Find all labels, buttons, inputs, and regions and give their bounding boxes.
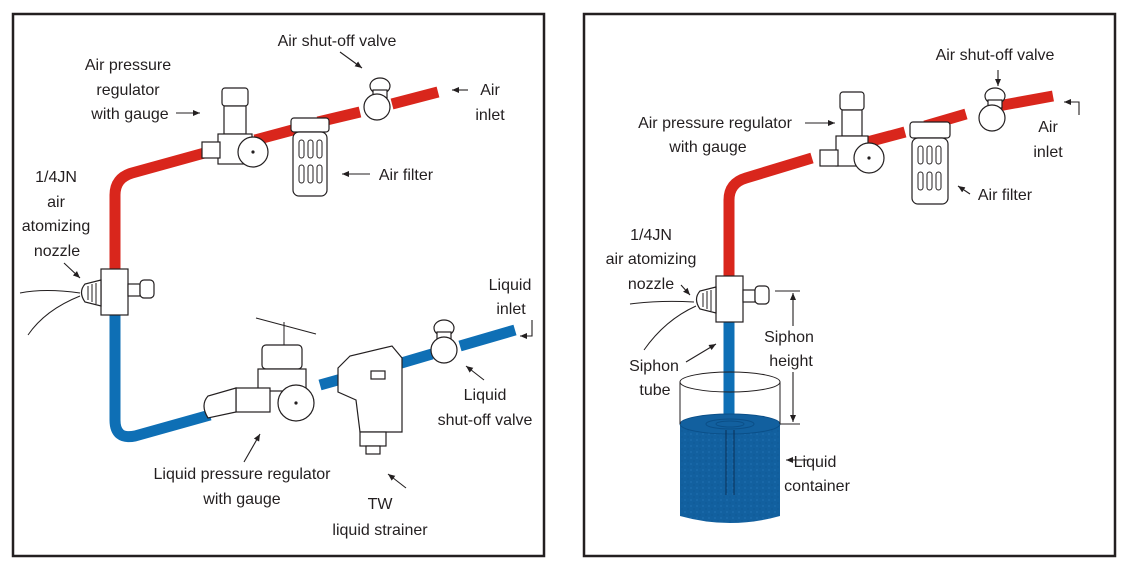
callout-arrows	[680, 70, 1080, 463]
air-pressure-regulator	[201, 87, 269, 168]
label-air-filter: Air filter	[379, 167, 434, 184]
label-siphon-tube-1: Siphon	[629, 358, 679, 375]
label-liquid-pressure-regulator-2: with gauge	[202, 491, 280, 508]
label-air-inlet-2: inlet	[475, 107, 505, 124]
label-liquid-container-2: container	[784, 478, 850, 495]
label-liquid-strainer-1: TW	[368, 496, 394, 513]
label-air-filter: Air filter	[978, 187, 1033, 204]
label-air-pressure-regulator-2: regulator	[96, 82, 160, 99]
air-atomizing-nozzle	[629, 275, 770, 351]
spray-hand-outline	[629, 300, 697, 351]
label-liquid-inlet-2: inlet	[496, 301, 526, 318]
label-nozzle-3: nozzle	[628, 276, 674, 293]
label-air-shutoff-valve: Air shut-off valve	[278, 33, 397, 50]
label-siphon-height-2: height	[769, 353, 813, 370]
label-air-pressure-regulator-3: with gauge	[90, 106, 168, 123]
label-nozzle-1: 1/4JN	[35, 169, 77, 186]
label-air-inlet-2: inlet	[1033, 144, 1063, 161]
label-liquid-strainer-2: liquid strainer	[332, 522, 428, 539]
label-nozzle-2: air	[47, 194, 65, 211]
label-nozzle-3: atomizing	[22, 218, 90, 235]
air-line	[723, 90, 1054, 276]
label-nozzle-2: air atomizing	[606, 251, 697, 268]
label-liquid-pressure-regulator-1: Liquid pressure regulator	[154, 466, 332, 483]
label-nozzle-1: 1/4JN	[630, 227, 672, 244]
label-liquid-shutoff-valve-2: shut-off valve	[438, 412, 533, 429]
spray-hand-outline	[19, 290, 81, 336]
air-pressure-regulator	[819, 91, 885, 174]
label-air-pressure-regulator-2: with gauge	[668, 139, 746, 156]
callout-arrows	[63, 51, 533, 489]
label-air-shutoff-valve: Air shut-off valve	[936, 47, 1055, 64]
liquid-container	[679, 371, 781, 523]
label-liquid-container-1: Liquid	[794, 454, 837, 471]
panel-pressure-feed: Air shut-off valve Air pressure regulato…	[11, 12, 546, 558]
liquid-pressure-regulator	[203, 317, 317, 422]
panel-siphon-feed: Air shut-off valve Air pressure regulato…	[582, 12, 1117, 558]
label-nozzle-4: nozzle	[34, 243, 80, 260]
liquid-shutoff-valve	[430, 319, 458, 364]
label-air-inlet-1: Air	[480, 82, 500, 99]
air-atomizing-nozzle	[19, 268, 155, 336]
air-line	[109, 86, 440, 272]
panel-frame	[11, 12, 546, 558]
air-shutoff-valve	[978, 87, 1006, 132]
siphon-height-dimension	[775, 290, 800, 425]
panel-frame	[582, 12, 1117, 558]
label-liquid-inlet-1: Liquid	[489, 277, 532, 294]
label-siphon-tube-2: tube	[639, 382, 670, 399]
label-air-pressure-regulator-1: Air pressure	[85, 57, 171, 74]
label-air-pressure-regulator-1: Air pressure regulator	[638, 115, 793, 132]
label-air-inlet-1: Air	[1038, 119, 1058, 136]
label-liquid-shutoff-valve-1: Liquid	[464, 387, 507, 404]
air-shutoff-valve	[363, 77, 391, 121]
liquid-line	[109, 312, 517, 443]
label-siphon-height-1: Siphon	[764, 329, 814, 346]
air-filter	[290, 117, 330, 197]
tw-liquid-strainer	[337, 345, 403, 455]
air-filter	[909, 121, 951, 205]
liquid-fill	[680, 417, 780, 523]
